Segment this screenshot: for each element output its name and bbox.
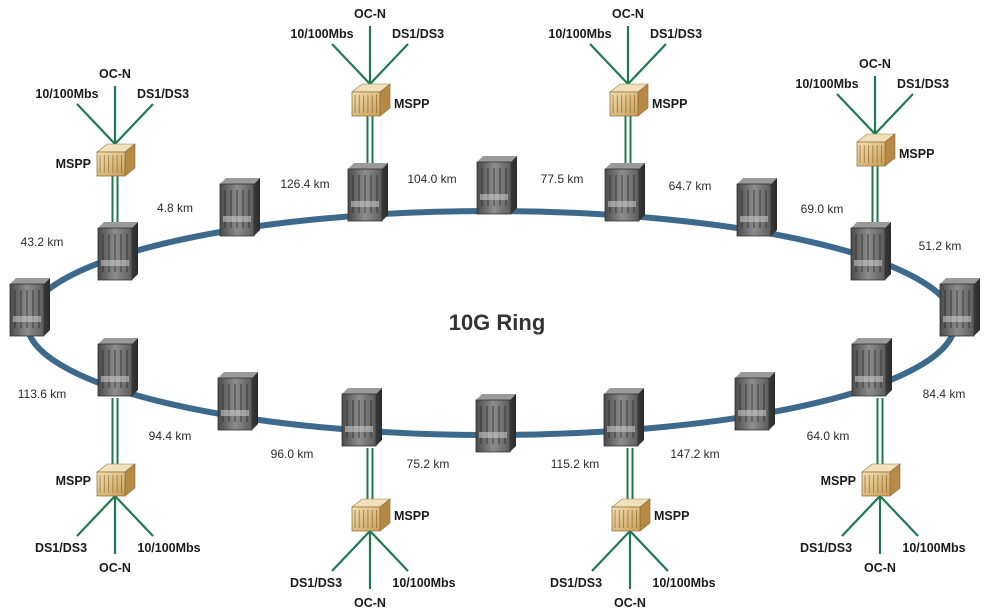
port-line: [879, 495, 919, 537]
network-node-icon: [97, 222, 138, 281]
port-line: [369, 43, 409, 85]
port-label-ethernet: 10/100Mbs: [290, 27, 353, 41]
mspp-label: MSPP: [652, 97, 687, 111]
distance-label: 104.0 km: [407, 172, 456, 186]
port-line: [589, 43, 629, 85]
network-node-icon: [734, 372, 775, 431]
port-line: [76, 103, 116, 145]
network-node-icon: [939, 278, 980, 337]
port-label-ethernet: 10/100Mbs: [392, 576, 455, 590]
spur-links: [76, 26, 919, 589]
port-label-ds: DS1/DS3: [650, 27, 702, 41]
port-label-ocn: OC-N: [612, 7, 644, 21]
port-label-ocn: OC-N: [354, 596, 386, 610]
port-label-ocn: OC-N: [859, 57, 891, 71]
port-label-ethernet: 10/100Mbs: [902, 541, 965, 555]
mspp-shelf-icon: [351, 498, 391, 532]
distance-label: 51.2 km: [919, 239, 962, 253]
mspp-label: MSPP: [56, 157, 91, 171]
distance-label: 147.2 km: [670, 447, 719, 461]
network-node-icon: [736, 178, 777, 237]
port-label-ethernet: 10/100Mbs: [35, 87, 98, 101]
network-node-icon: [341, 388, 382, 447]
port-label-ethernet: 10/100Mbs: [548, 27, 611, 41]
port-line: [114, 495, 154, 537]
network-node-icon: [347, 163, 388, 222]
mspp-label: MSPP: [899, 147, 934, 161]
port-label-ethernet: 10/100Mbs: [652, 576, 715, 590]
distance-label: 126.4 km: [280, 177, 329, 191]
port-label-ds: DS1/DS3: [550, 576, 602, 590]
port-line: [874, 93, 914, 135]
port-label-ethernet: 10/100Mbs: [137, 541, 200, 555]
port-line: [841, 495, 881, 537]
mspp-shelf-icon: [351, 83, 391, 117]
port-label-ds: DS1/DS3: [290, 576, 342, 590]
distance-label: 84.4 km: [923, 387, 966, 401]
mspp-shelf-icon: [96, 143, 136, 177]
mspp-label: MSPP: [654, 509, 689, 523]
distance-label: 96.0 km: [271, 447, 314, 461]
mspp-label: MSPP: [56, 474, 91, 488]
mspp-label: MSPP: [821, 474, 856, 488]
port-label-ds: DS1/DS3: [800, 541, 852, 555]
port-line: [114, 103, 154, 145]
port-label-ocn: OC-N: [99, 67, 131, 81]
distance-label: 75.2 km: [407, 457, 450, 471]
port-line: [331, 43, 371, 85]
port-line: [76, 495, 116, 537]
port-label-ocn: OC-N: [354, 7, 386, 21]
distance-label: 115.2 km: [551, 457, 599, 471]
port-line: [369, 530, 409, 572]
network-node-icon: [604, 163, 645, 222]
network-node-icon: [217, 372, 258, 431]
distance-label: 4.8 km: [157, 201, 193, 215]
port-label-ds: DS1/DS3: [35, 541, 87, 555]
mspp-shelf-icon: [96, 463, 136, 497]
network-node-icon: [851, 338, 892, 397]
port-line: [591, 530, 631, 572]
port-label-ds: DS1/DS3: [137, 87, 189, 101]
network-node-icon: [850, 222, 891, 281]
port-line: [629, 530, 669, 572]
network-node-icon: [475, 394, 516, 453]
distance-label: 64.0 km: [807, 429, 850, 443]
port-label-ocn: OC-N: [99, 561, 131, 575]
port-line: [627, 43, 667, 85]
network-node-icon: [476, 156, 517, 215]
distance-label: 113.6 km: [18, 387, 66, 401]
mspp-shelf-icon: [609, 83, 649, 117]
distance-label: 94.4 km: [149, 429, 192, 443]
mspp-shelves: [96, 83, 901, 532]
distance-label: 77.5 km: [541, 172, 584, 186]
port-label-ds: DS1/DS3: [392, 27, 444, 41]
distance-label: 64.7 km: [669, 179, 712, 193]
port-label-ds: DS1/DS3: [897, 77, 949, 91]
network-node-icon: [9, 278, 50, 337]
network-node-icon: [603, 388, 644, 447]
port-line: [331, 530, 371, 572]
mspp-label: MSPP: [394, 97, 429, 111]
network-node-icon: [97, 338, 138, 397]
mspp-label: MSPP: [394, 509, 429, 523]
port-line: [836, 93, 876, 135]
distance-label: 43.2 km: [21, 235, 64, 249]
port-label-ocn: OC-N: [614, 596, 646, 610]
mspp-shelf-icon: [861, 463, 901, 497]
ring-nodes: [9, 156, 980, 453]
port-label-ethernet: 10/100Mbs: [795, 77, 858, 91]
mspp-shelf-icon: [856, 133, 896, 167]
distance-label: 69.0 km: [801, 202, 844, 216]
port-label-ocn: OC-N: [864, 561, 896, 575]
mspp-shelf-icon: [611, 498, 651, 532]
network-node-icon: [219, 178, 260, 237]
ring-title: 10G Ring: [449, 310, 546, 335]
